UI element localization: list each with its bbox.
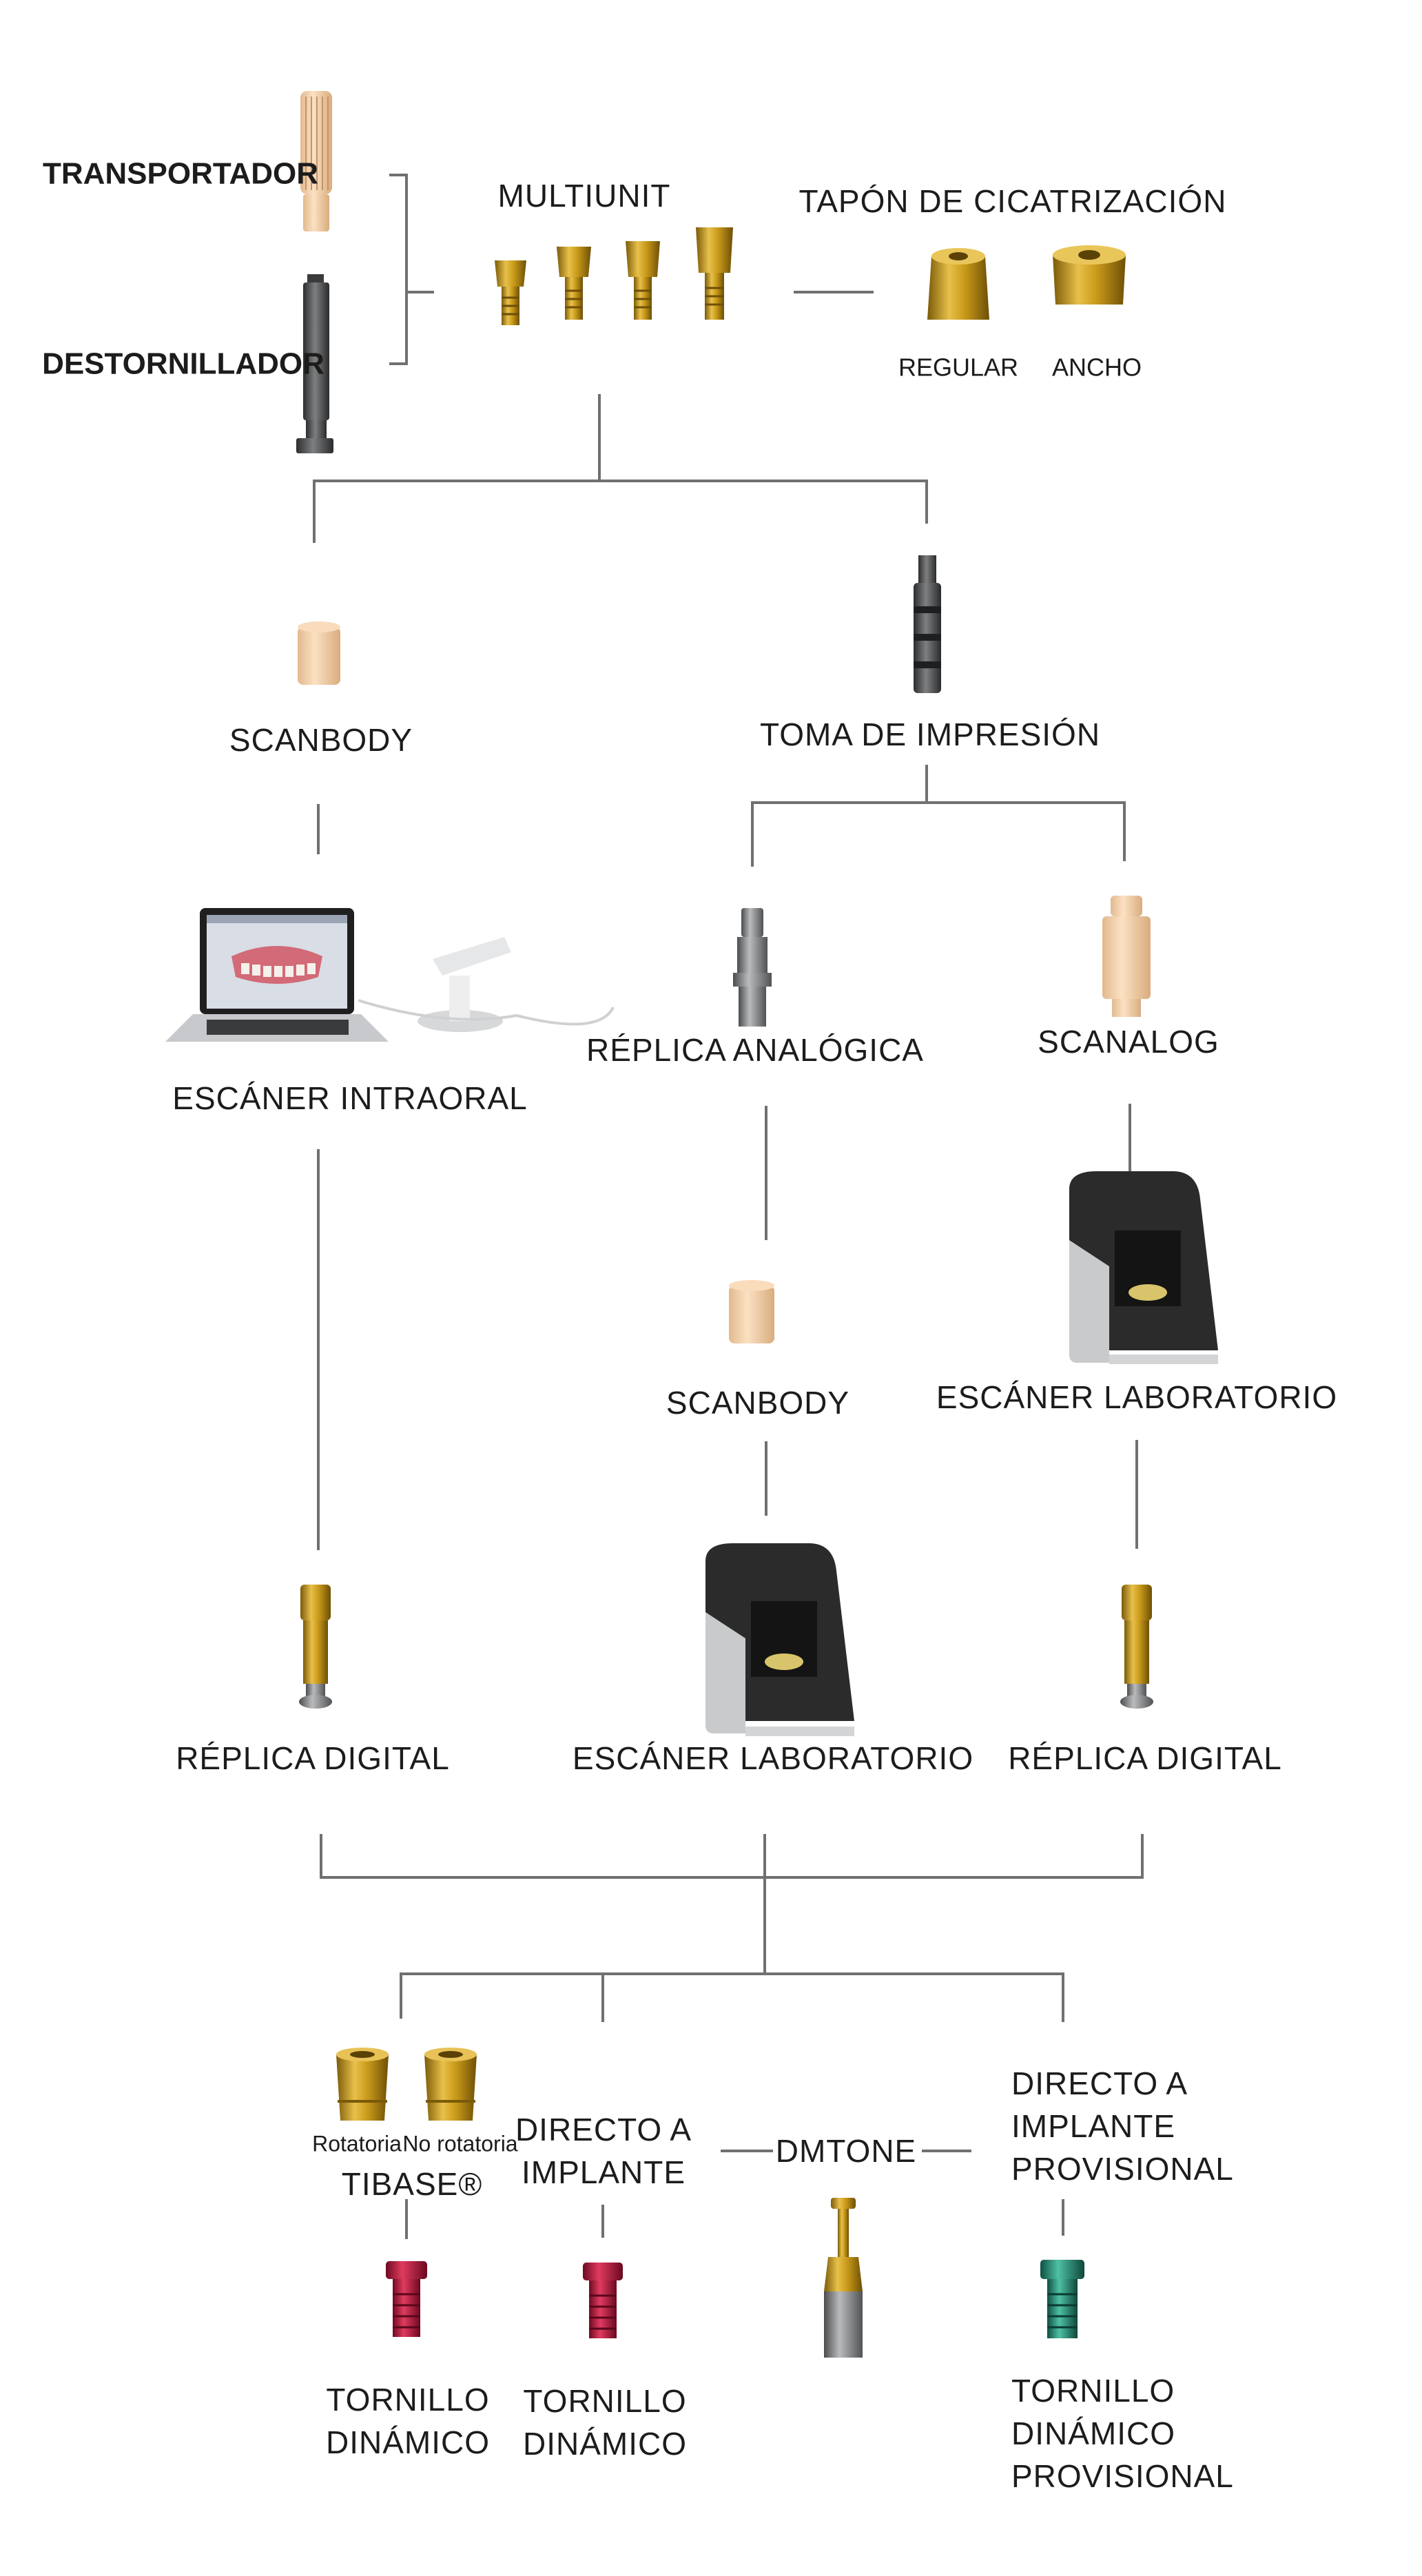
scanbody-left-label: SCANBODY: [229, 721, 413, 758]
multiunit-abutment-icon: [495, 227, 733, 325]
multiunit-split: [313, 480, 928, 543]
tibase-screw-label: TORNILLO DINÁMICO: [326, 2378, 490, 2464]
merge-bracket: [320, 1834, 1144, 1879]
provisional-screw-label: TORNILLO DINÁMICO PROVISIONAL: [1011, 2369, 1234, 2497]
transporter-tool-icon: [300, 91, 332, 231]
ancho-label: ANCHO: [1051, 353, 1142, 382]
directo-implante-label: DIRECTO A IMPLANTE: [515, 2108, 692, 2194]
screwdriver-icon: [296, 274, 333, 453]
digital-replica-icon: [1120, 1585, 1153, 1709]
directo-implante-line-2: IMPLANTE: [521, 2154, 686, 2190]
replica-digital-left-label: RÉPLICA DIGITAL: [176, 1740, 450, 1776]
dynamic-screw-icon: [386, 2261, 427, 2337]
no-rotatoria-label: No rotatoria: [402, 2131, 518, 2156]
tibase-screw-line-1: TORNILLO: [326, 2381, 490, 2418]
directo-screw-line-2: DINÁMICO: [523, 2426, 687, 2462]
multiunit-label: MULTIUNIT: [497, 177, 671, 214]
dmtone-tool-icon: [824, 2198, 863, 2358]
tibase-screw-line-2: DINÁMICO: [326, 2424, 490, 2460]
scanbody-middle-label: SCANBODY: [666, 1384, 850, 1421]
regular-label: REGULAR: [898, 353, 1019, 382]
replica-analogica-label: RÉPLICA ANALÓGICA: [586, 1031, 924, 1068]
provisional-screw-line-3: PROVISIONAL: [1011, 2458, 1234, 2495]
directo-screw-line-1: TORNILLO: [523, 2382, 687, 2419]
transportador-label: TRANSPORTADOR: [42, 156, 319, 191]
laptop-intraoral-scanner-icon: [165, 908, 615, 1042]
escaner-laboratorio-right-label: ESCÁNER LABORATORIO: [936, 1379, 1338, 1415]
scanbody-icon: [729, 1280, 774, 1343]
scanalog-label: SCANALOG: [1038, 1023, 1219, 1060]
impression-to-scanalog: [927, 801, 1126, 861]
replica-digital-right-label: RÉPLICA DIGITAL: [1008, 1740, 1282, 1776]
tools-bracket: [389, 174, 408, 365]
tibase-label: TIBASE®: [341, 2165, 483, 2202]
tibase-icon: [336, 2048, 477, 2121]
directo-provisional-line-1: DIRECTO A: [1011, 2065, 1188, 2101]
lab-scanner-icon: [705, 1543, 854, 1736]
lab-scanner-icon: [1069, 1171, 1218, 1364]
tapon-cicatrizacion-label: TAPÓN DE CICATRIZACIÓN: [798, 183, 1227, 219]
directo-implante-provisional-label: DIRECTO A IMPLANTE PROVISIONAL: [1011, 2062, 1234, 2190]
bottom-split: [400, 1972, 1064, 2022]
destornillador-label: DESTORNILLADOR: [42, 347, 324, 381]
analog-replica-icon: [733, 908, 772, 1027]
dmtone-label: DMTONE: [775, 2132, 917, 2169]
directo-provisional-line-2: IMPLANTE: [1011, 2108, 1176, 2144]
healing-cap-icon: [927, 245, 1126, 320]
impression-coping-icon: [914, 555, 941, 693]
scanbody-icon: [298, 621, 340, 685]
toma-impresion-label: TOMA DE IMPRESIÓN: [759, 716, 1101, 752]
provisional-screw-line-2: DINÁMICO: [1011, 2415, 1175, 2451]
dynamic-screw-icon: [583, 2263, 623, 2338]
escaner-intraoral-label: ESCÁNER INTRAORAL: [172, 1080, 528, 1116]
connectors: [313, 174, 1144, 2239]
provisional-screw-line-1: TORNILLO: [1011, 2372, 1175, 2409]
dynamic-screw-icon: [1040, 2260, 1084, 2338]
impression-to-analog: [751, 765, 928, 867]
directo-screw-label: TORNILLO DINÁMICO: [523, 2380, 687, 2465]
digital-replica-icon: [299, 1585, 332, 1709]
directo-implante-line-1: DIRECTO A: [515, 2111, 692, 2147]
directo-provisional-line-3: PROVISIONAL: [1011, 2151, 1234, 2187]
rotatoria-label: Rotatoria: [312, 2131, 402, 2156]
scanalog-icon: [1102, 896, 1151, 1017]
escaner-laboratorio-middle-label: ESCÁNER LABORATORIO: [572, 1740, 974, 1776]
